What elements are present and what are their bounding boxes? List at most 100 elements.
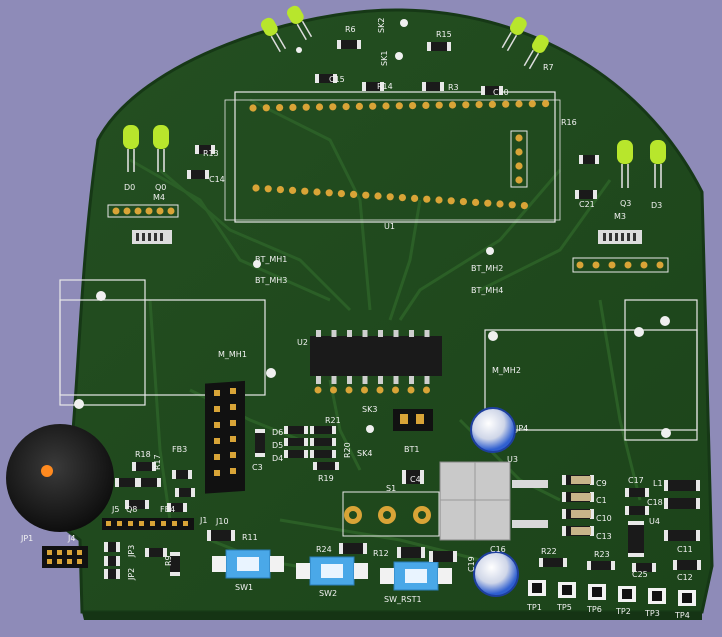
smd-body	[107, 569, 117, 579]
m4-connector	[107, 204, 179, 244]
header-pin	[472, 198, 480, 206]
header-pin	[230, 452, 236, 458]
smd-pad	[499, 86, 503, 95]
test-point-pad	[652, 591, 662, 601]
label-sw-rst1: SW_RST1	[384, 595, 422, 604]
smd-body	[148, 548, 164, 557]
u1-module	[224, 91, 561, 223]
ic-pin	[347, 330, 352, 337]
smd-pad	[380, 82, 384, 91]
smd-pad	[332, 426, 336, 434]
label-c1: C1	[596, 496, 607, 505]
header-pin	[448, 101, 457, 109]
label-r9: R9	[164, 555, 173, 566]
label-u3: U3	[507, 455, 518, 464]
ic-pin	[347, 376, 352, 384]
label-d6: D6	[272, 428, 283, 437]
smd-pad	[664, 498, 668, 509]
label-r22: R22	[541, 547, 557, 556]
label-q3: Q3	[620, 199, 631, 208]
smd-pad	[625, 506, 629, 515]
ic-pin	[393, 376, 399, 384]
smd-pad	[284, 438, 288, 446]
label-r13: R13	[203, 149, 219, 158]
smd-pad	[539, 558, 543, 567]
header-pin	[542, 100, 550, 108]
smd-pad	[397, 547, 401, 558]
header-pin	[172, 521, 177, 526]
header-pin	[315, 103, 324, 111]
label-c3: C3	[252, 463, 263, 472]
ic-pin	[378, 330, 383, 337]
smd-pad	[562, 492, 566, 502]
smd-pad	[145, 548, 149, 557]
smd-pad	[132, 462, 136, 471]
label-bt-mh1: BT_MH1	[255, 255, 287, 264]
label-d4: D4	[272, 454, 283, 463]
smd-body	[400, 547, 422, 558]
smd-pad	[696, 480, 700, 491]
label-c11: C11	[677, 545, 693, 554]
label-sw1: SW1	[235, 583, 253, 592]
label-l1: L1	[653, 479, 663, 488]
smd-pad	[696, 530, 700, 541]
buzzer	[6, 424, 114, 532]
smd-pad	[481, 86, 485, 95]
smd-pad	[611, 561, 615, 570]
smd-pad	[673, 560, 677, 570]
smd-body	[316, 462, 336, 470]
smd-pad	[167, 503, 171, 512]
header-pin	[302, 103, 310, 111]
header-pin	[214, 422, 220, 428]
smd-body	[628, 488, 646, 497]
smd-pad	[152, 462, 156, 471]
m3-connector	[572, 230, 669, 273]
smd-pad	[187, 170, 191, 179]
smd-pad	[697, 560, 701, 570]
label-c20: C20	[493, 88, 509, 97]
smd-pad	[696, 498, 700, 509]
tact-sw1	[212, 549, 284, 579]
label-fb4: FB4	[160, 505, 175, 514]
smd-pad	[562, 509, 566, 519]
smd-pad	[562, 475, 566, 485]
header-pin	[252, 184, 260, 192]
voltage-regulator	[439, 461, 548, 541]
pcb-edge	[82, 612, 702, 620]
label-j1: J1	[199, 516, 207, 525]
header-pin	[382, 102, 390, 110]
ic-pad	[314, 386, 322, 394]
label-r7: R7	[543, 63, 554, 72]
header-pin	[183, 521, 188, 526]
smd-pad	[205, 170, 209, 179]
label-u2: U2	[297, 338, 308, 347]
smd-pad	[593, 190, 597, 199]
smd-pad	[562, 526, 566, 536]
smd-body	[484, 86, 500, 95]
smd-pad	[453, 551, 457, 562]
silkscreen-labels: SK2 SK1 R6 R15 R14 R3 R7 R16 C15 C20 R13…	[20, 18, 693, 620]
smd-pad	[188, 470, 192, 479]
smd-pad	[163, 548, 167, 557]
label-sk2: SK2	[377, 18, 386, 33]
header-pin	[447, 197, 455, 205]
label-r24: R24	[316, 545, 332, 554]
label-c14: C14	[209, 175, 225, 184]
header-pin	[411, 194, 419, 202]
smd-pad	[427, 42, 431, 51]
header-pin	[214, 406, 220, 412]
smd-pad	[590, 526, 594, 536]
smd-body	[255, 432, 265, 454]
smd-pad	[590, 509, 594, 519]
label-j10: J10	[215, 517, 229, 526]
ic-pin	[362, 376, 368, 384]
header-pin	[249, 104, 257, 112]
label-m4: M4	[153, 193, 165, 202]
smd-body	[128, 500, 146, 509]
smd-pad	[170, 572, 180, 576]
smd-pad	[402, 470, 406, 484]
u1-header-top	[249, 100, 550, 112]
ic-pad	[407, 386, 415, 394]
smd-body	[135, 462, 153, 471]
label-jp4: JP4	[515, 424, 528, 433]
